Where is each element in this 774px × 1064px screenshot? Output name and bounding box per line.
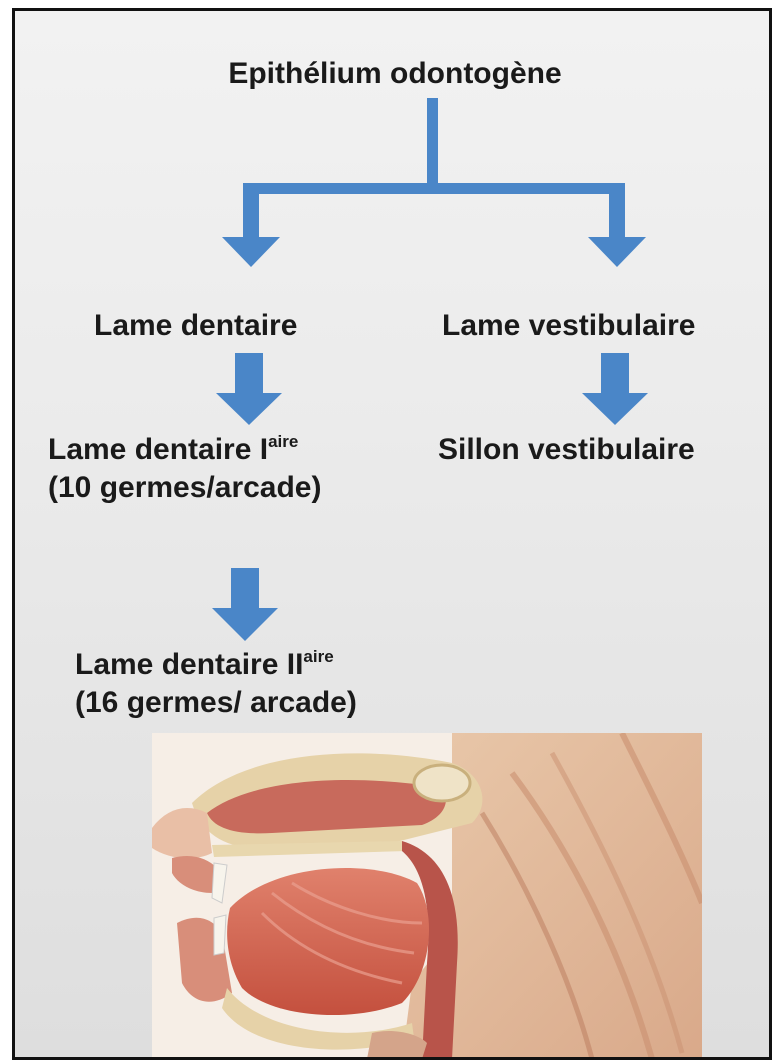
diagram-frame: Epithélium odontogène Lame dentaire Lame…: [12, 8, 772, 1060]
left-step1-line2: (10 germes/arcade): [48, 471, 322, 504]
left-arrow2-head: [216, 393, 282, 425]
arrow-group: [212, 98, 648, 641]
lower-incisor: [214, 915, 226, 955]
left-arrow3-shaft: [231, 568, 259, 610]
right-drop-shaft: [609, 183, 625, 241]
left-branch-label: Lame dentaire: [94, 307, 297, 345]
right-branch-text: Lame vestibulaire: [442, 309, 695, 342]
left-step1-sup: aire: [268, 432, 298, 451]
split-bar: [243, 183, 625, 194]
right-arrow2-shaft: [601, 353, 629, 395]
left-step2-line1: Lame dentaire IIaire: [75, 648, 334, 681]
left-drop-shaft: [243, 183, 259, 241]
left-step1-label: Lame dentaire Iaire (10 germes/arcade): [48, 431, 322, 506]
right-step1-text: Sillon vestibulaire: [438, 433, 695, 466]
left-drop-head: [222, 237, 280, 267]
left-step2-line2: (16 germes/ arcade): [75, 686, 357, 719]
right-drop-head: [588, 237, 646, 267]
root-stem: [427, 98, 438, 193]
left-step1-line1: Lame dentaire Iaire: [48, 433, 298, 466]
left-step2-main: Lame dentaire II: [75, 648, 303, 681]
root-label: Epithélium odontogène: [15, 55, 772, 93]
left-arrow2-shaft: [235, 353, 263, 395]
root-text: Epithélium odontogène: [228, 57, 561, 90]
right-branch-label: Lame vestibulaire: [442, 307, 695, 345]
left-branch-text: Lame dentaire: [94, 309, 297, 342]
sphenoid-sinus: [414, 765, 470, 801]
anatomy-illustration: [152, 733, 702, 1059]
right-arrow2-head: [582, 393, 648, 425]
tongue: [227, 868, 429, 1015]
right-step1-label: Sillon vestibulaire: [438, 431, 695, 469]
head-neck-sagittal-drawing: [152, 733, 702, 1059]
left-step2-label: Lame dentaire IIaire (16 germes/ arcade): [75, 646, 357, 721]
left-step1-main: Lame dentaire I: [48, 433, 268, 466]
left-step2-sup: aire: [303, 647, 333, 666]
left-arrow3-head: [212, 608, 278, 641]
